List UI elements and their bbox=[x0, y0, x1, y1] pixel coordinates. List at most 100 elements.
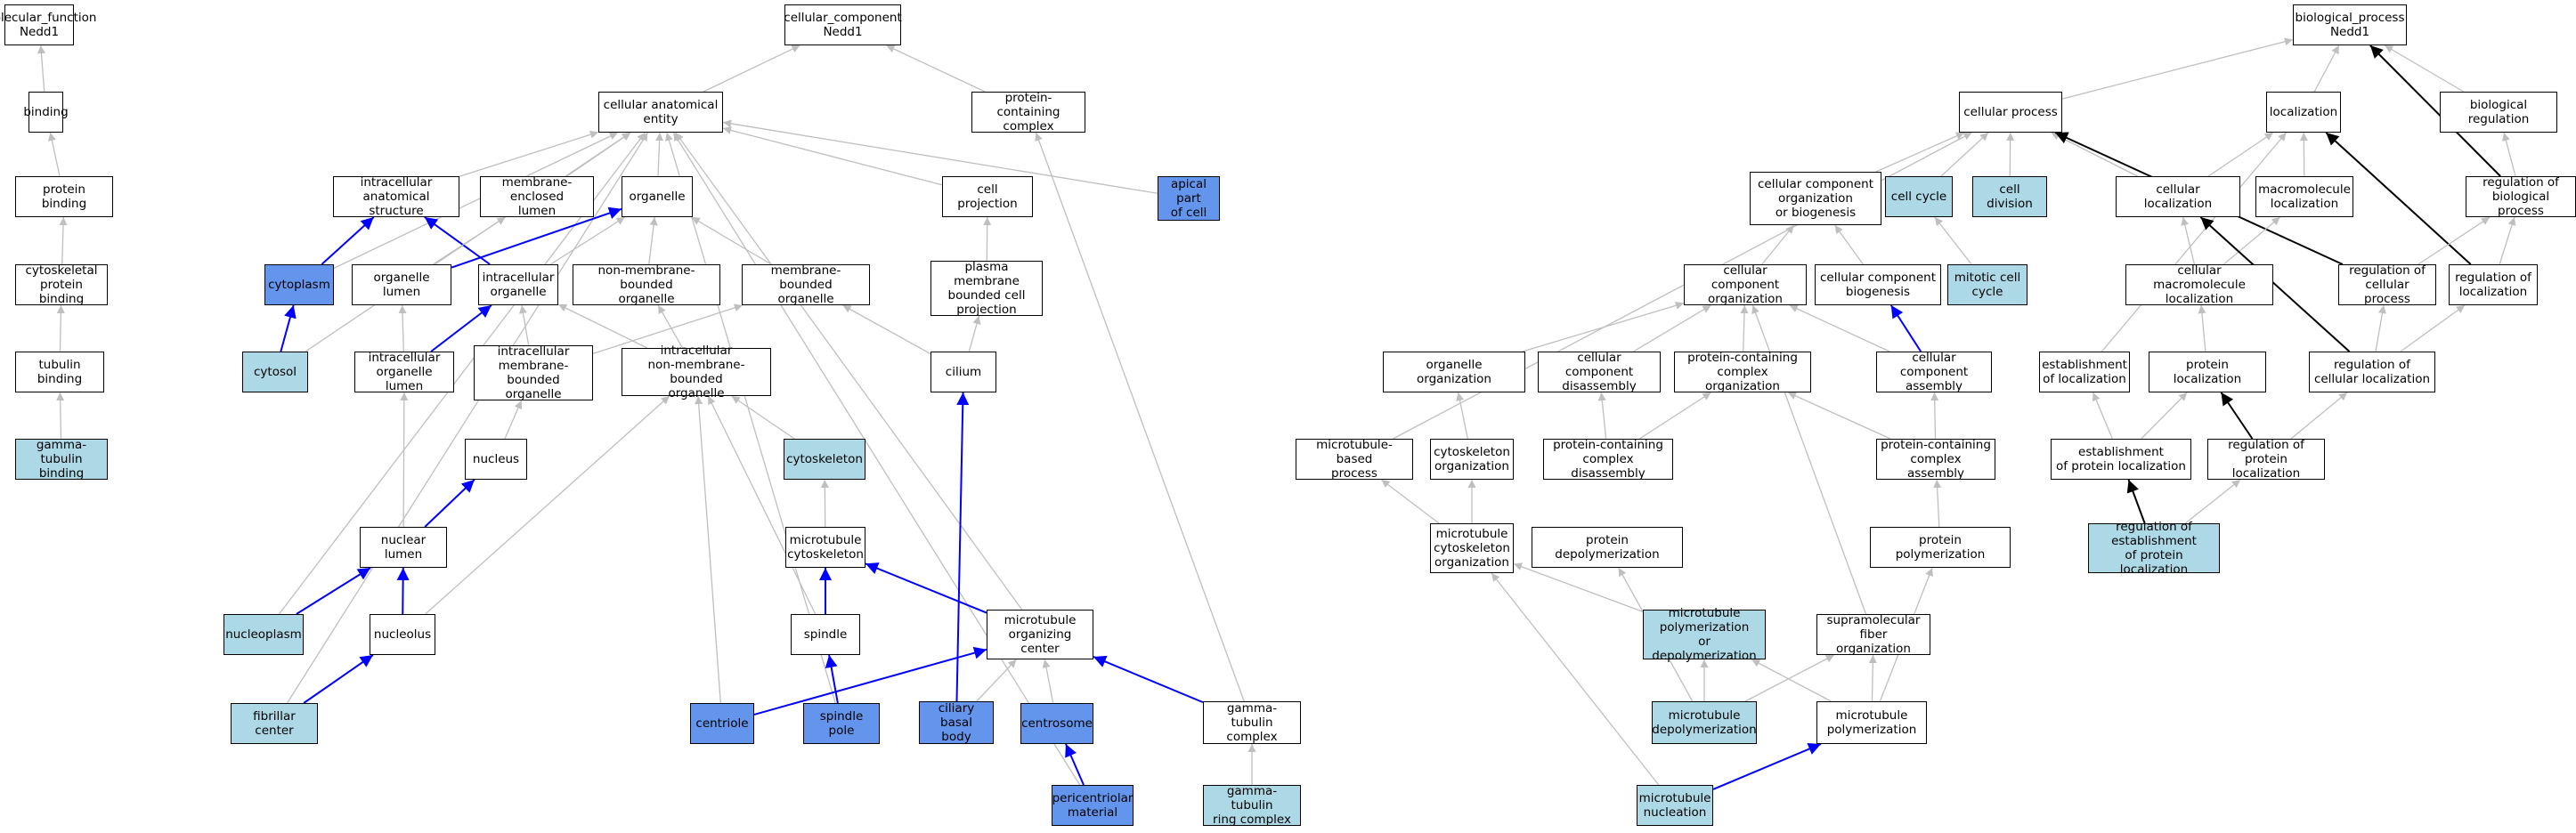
edge-spindle-pole-to-spindle bbox=[825, 654, 839, 704]
edge-non-membrane-bounded-organelle-to-organelle bbox=[648, 216, 658, 265]
edge-organelle-to-cellular-anatomical-entity bbox=[655, 132, 664, 177]
edge-spindle-to-intracellular-non-membrane-bounded-organelle bbox=[707, 395, 817, 615]
edge-cilium-to-membrane-bounded-organelle bbox=[842, 304, 931, 355]
edge-cytoplasm-to-intracellular-anatomical-structure bbox=[321, 216, 375, 265]
edge-pericentriolar-material-to-centrosome bbox=[1065, 743, 1085, 786]
edge-cell-projection-to-cellular-anatomical-entity bbox=[722, 125, 943, 186]
edge-microtubule-organizing-center-to-microtubule-cytoskeleton bbox=[865, 562, 987, 614]
edge-cellular-localization-to-cellular-process bbox=[2051, 132, 2138, 177]
edge-cytoskeletal-protein-binding-to-protein-binding bbox=[59, 216, 68, 265]
edge-microtubule-nucleation-to-microtubule-cytoskeleton-organization bbox=[1491, 572, 1660, 786]
node-centrosome: centrosome bbox=[1020, 703, 1093, 744]
node-establishment-of-protein-localization: establishment of protein localization bbox=[2051, 439, 2191, 480]
node-microtubule-polymerization: microtubule polymerization bbox=[1816, 701, 1927, 744]
edge-microtubule-depolymerization-to-supramolecular-fiber-organization bbox=[1744, 654, 1835, 702]
node-cellular-component-assembly: cellular component assembly bbox=[1876, 351, 1992, 393]
edge-regulation-of-localization-to-localization bbox=[2325, 132, 2472, 265]
edge-cellular-anatomical-entity-to-cc-root bbox=[703, 44, 800, 93]
node-tubulin-binding: tubulin binding bbox=[15, 352, 104, 392]
edge-gamma-tubulin-complex-to-protein-containing-complex bbox=[1035, 132, 1245, 702]
edge-gamma-tubulin-binding-to-tubulin-binding bbox=[56, 392, 65, 440]
node-intracellular-organelle-lumen: intracellular organelle lumen bbox=[354, 351, 454, 393]
edge-protein-binding-to-binding bbox=[47, 132, 61, 177]
node-regulation-of-cellular-process: regulation of cellular process bbox=[2338, 263, 2436, 306]
edge-intracellular-non-membrane-bounded-organelle-to-non-membrane-bounded-organelle bbox=[657, 304, 684, 349]
node-apical-part-of-cell: apical part of cell bbox=[1158, 176, 1220, 221]
edge-microtubule-organizing-center-to-cellular-anatomical-entity bbox=[675, 132, 1023, 611]
edge-cellular-component-assembly-to-cellular-component-biogenesis bbox=[1889, 304, 1922, 352]
node-cellular-anatomical-entity: cellular anatomical entity bbox=[598, 92, 723, 133]
edge-tubulin-binding-to-cytoskeletal-protein-binding bbox=[56, 304, 65, 352]
edge-intracellular-organelle-lumen-to-organelle-lumen bbox=[398, 304, 407, 352]
node-cytoplasm: cytoplasm bbox=[264, 264, 334, 305]
edge-nuclear-lumen-to-intracellular-organelle-lumen bbox=[400, 392, 409, 528]
edge-binding-to-mf-root bbox=[37, 44, 45, 93]
node-cytosol: cytosol bbox=[242, 352, 308, 392]
edge-protein-containing-complex-assembly-to-protein-containing-complex-organization bbox=[1787, 392, 1891, 440]
edge-cellular-component-disassembly-to-cellular-component-organization bbox=[1633, 304, 1711, 352]
edge-regulation-of-cellular-localization-to-cellular-localization bbox=[2199, 216, 2351, 352]
edge-intracellular-non-membrane-bounded-organelle-to-intracellular-organelle bbox=[557, 303, 648, 349]
node-protein-containing-complex-assembly: protein-containing complex assembly bbox=[1876, 438, 1995, 481]
node-membrane-bounded-organelle: membrane-bounded organelle bbox=[742, 263, 870, 306]
edge-regulation-of-protein-localization-to-protein-localization bbox=[2220, 392, 2254, 440]
node-cytoskeletal-protein-binding: cytoskeletal protein binding bbox=[15, 263, 108, 306]
node-cellular-process: cellular process bbox=[1959, 92, 2062, 133]
edge-cell-division-to-cellular-process bbox=[2006, 132, 2015, 177]
edge-gamma-tubulin-complex-to-microtubule-organizing-center bbox=[1093, 655, 1204, 704]
edge-ciliary-basal-body-to-cilium bbox=[955, 392, 970, 702]
node-binding: binding bbox=[23, 92, 69, 133]
edge-intracellular-organelle-lumen-to-intracellular-organelle bbox=[430, 304, 492, 352]
edge-cilium-to-plasma-membrane-bounded-cell-projection bbox=[968, 315, 981, 352]
edge-organelle-organization-to-cellular-component-organization bbox=[1522, 301, 1685, 352]
node-gamma-tubulin-ring-complex: gamma-tubulin ring complex bbox=[1203, 784, 1301, 827]
node-localization: localization bbox=[2266, 92, 2341, 133]
edge-organelle-lumen-to-membrane-enclosed-lumen bbox=[432, 216, 507, 265]
edge-cellular-macromolecule-localization-to-cellular-localization bbox=[2181, 216, 2196, 265]
node-cellular-localization: cellular localization bbox=[2116, 176, 2240, 217]
node-organelle-organization: organelle organization bbox=[1383, 352, 1525, 392]
node-mf-root: molecular_function Nedd1 bbox=[0, 4, 96, 45]
edge-intracellular-anatomical-structure-to-cellular-anatomical-entity bbox=[459, 130, 599, 177]
edge-centriole-to-microtubule-organizing-center bbox=[753, 646, 987, 716]
node-nucleus: nucleus bbox=[465, 439, 527, 480]
edge-pericentriolar-material-to-cellular-anatomical-entity bbox=[672, 132, 1081, 786]
edge-establishment-of-localization-to-localization bbox=[2101, 132, 2288, 352]
edge-nucleolus-to-intracellular-non-membrane-bounded-organelle bbox=[425, 395, 670, 615]
edge-microtubule-cytoskeleton-organization-to-microtubule-based-process bbox=[1380, 479, 1440, 524]
node-non-membrane-bounded-organelle: non-membrane-bounded organelle bbox=[573, 263, 720, 306]
node-nucleoplasm: nucleoplasm bbox=[223, 614, 304, 655]
node-regulation-of-protein-localization: regulation of protein localization bbox=[2207, 438, 2325, 481]
node-organelle: organelle bbox=[622, 176, 693, 217]
node-cellular-component-organization-or-biogenesis: cellular component organization or bioge… bbox=[1750, 172, 1881, 225]
edge-nucleoplasm-to-nuclear-lumen bbox=[296, 567, 371, 615]
node-protein-containing-complex-disassembly: protein-containing complex disassembly bbox=[1543, 438, 1673, 481]
node-protein-depolymerization: protein depolymerization bbox=[1532, 527, 1683, 568]
node-cellular-component-biogenesis: cellular component biogenesis bbox=[1815, 264, 1941, 305]
edge-regulation-of-cellular-process-to-regulation-of-biological-process bbox=[2418, 216, 2491, 265]
edge-fibrillar-center-to-cellular-anatomical-entity bbox=[286, 132, 649, 704]
node-spindle: spindle bbox=[791, 614, 860, 655]
edge-regulation-of-localization-to-regulation-of-biological-process bbox=[2499, 216, 2516, 265]
edge-intracellular-organelle-to-organelle bbox=[549, 216, 626, 265]
node-protein-localization: protein localization bbox=[2149, 352, 2266, 392]
node-intracellular-membrane-bounded-organelle: intracellular membrane-bounded organelle bbox=[474, 344, 593, 401]
edge-protein-localization-to-cellular-macromolecule-localization bbox=[2198, 304, 2206, 352]
edge-cellular-component-biogenesis-to-cellular-component-organization-or-biogenesis bbox=[1834, 224, 1864, 265]
edge-intracellular-membrane-bounded-organelle-to-intracellular-organelle bbox=[519, 304, 530, 346]
edge-cellular-localization-to-localization bbox=[2207, 132, 2274, 177]
edge-cellular-component-organization-to-cellular-component-organization-or-biogenesis bbox=[1761, 224, 1795, 265]
node-microtubule-polymerization-or-depolymerization: microtubule polymerization or depolymeri… bbox=[1643, 606, 1766, 663]
edge-regulation-of-cellular-localization-to-regulation-of-cellular-process bbox=[2375, 304, 2386, 352]
edge-organelle-lumen-to-organelle bbox=[451, 206, 622, 269]
edge-membrane-bounded-organelle-to-organelle bbox=[691, 216, 772, 265]
edge-cell-cycle-to-cellular-process bbox=[1940, 132, 1989, 177]
edge-ciliary-basal-body-to-microtubule-organizing-center bbox=[976, 659, 1017, 702]
edge-regulation-of-establishment-of-protein-localization-to-regulation-of-protein-localization bbox=[2184, 479, 2241, 524]
edge-microtubule-polymerization-to-supramolecular-fiber-organization bbox=[1868, 654, 1877, 702]
edge-intracellular-membrane-bounded-organelle-to-membrane-bounded-organelle bbox=[592, 303, 744, 354]
edge-intracellular-organelle-to-intracellular-anatomical-structure bbox=[424, 216, 491, 265]
node-nucleolus: nucleolus bbox=[370, 614, 435, 655]
edge-nuclear-lumen-to-nucleus bbox=[424, 479, 475, 528]
